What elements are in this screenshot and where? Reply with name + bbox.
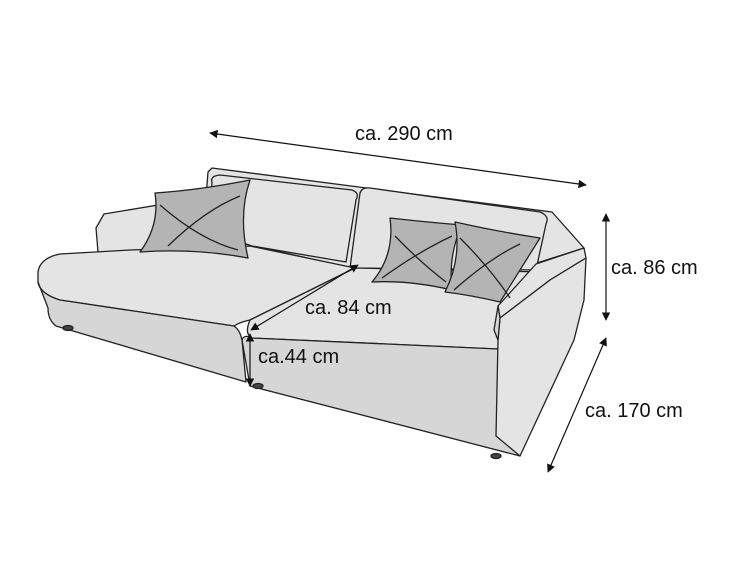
depth-arrow — [547, 337, 607, 473]
height-label: ca. 86 cm — [611, 257, 698, 279]
seat-depth-label: ca. 84 cm — [305, 297, 392, 319]
foot — [252, 382, 264, 390]
pillow-left — [139, 179, 251, 259]
pillow-right-1 — [371, 217, 463, 291]
left-seat-front — [37, 281, 247, 383]
dimension-arrows — [209, 129, 611, 473]
seat-height-label: ca.44 cm — [258, 346, 340, 368]
depth-label: ca. 170 cm — [585, 400, 683, 422]
pillow-right-2 — [444, 221, 541, 303]
width-label: ca. 290 cm — [355, 123, 453, 145]
seat-depth-arrow — [250, 264, 359, 331]
foot — [490, 452, 502, 460]
foot — [62, 324, 74, 332]
width-arrow — [209, 129, 587, 189]
right-armrest-inner — [493, 305, 501, 341]
